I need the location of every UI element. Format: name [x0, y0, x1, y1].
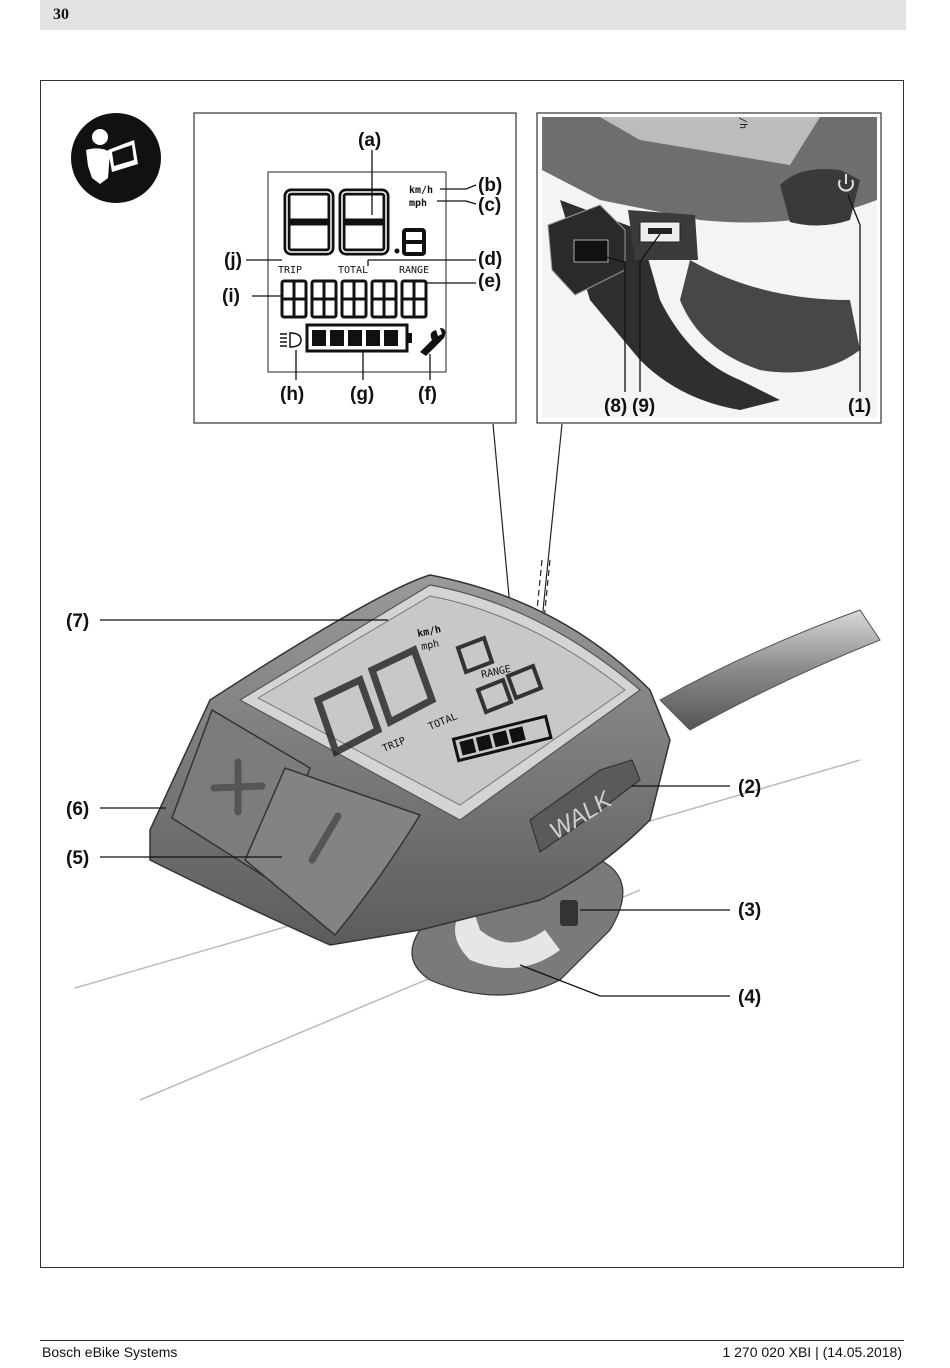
- device-callout-lines: [100, 619, 730, 997]
- footer-rule: [40, 1340, 904, 1341]
- callout-5: (5): [66, 848, 89, 869]
- footer-company: Bosch eBike Systems: [42, 1344, 178, 1360]
- device-unit-kmh: km/h: [416, 624, 442, 640]
- display-callout-lines: [246, 150, 477, 380]
- label-trip: TRIP: [278, 265, 302, 276]
- page-number: 30: [53, 6, 69, 23]
- callout-d: (d): [478, 249, 502, 270]
- callout-6: (6): [66, 799, 89, 820]
- callout-j: (j): [224, 250, 242, 271]
- read-manual-icon: [71, 113, 161, 203]
- speed-digits-inner: [286, 191, 387, 253]
- light-icon: [280, 332, 302, 348]
- figure-frame: [40, 80, 904, 1268]
- device-unit-mph: mph: [420, 638, 440, 653]
- label-range: RANGE: [399, 265, 429, 276]
- odometer-digits: [280, 279, 428, 319]
- minus-button[interactable]: [244, 767, 422, 937]
- unit-mph: mph: [409, 198, 427, 209]
- main-device: km/h mph RANGE TRIP TOTAL WALK: [74, 574, 881, 1101]
- wrench-icon: [420, 328, 446, 356]
- walk-button[interactable]: [529, 759, 641, 853]
- callout-1: (1): [848, 396, 871, 417]
- callout-8: (8): [604, 396, 627, 417]
- callout-c: (c): [478, 195, 501, 216]
- unit-kmh: km/h: [409, 185, 433, 196]
- callout-7: (7): [66, 611, 89, 632]
- callout-2: (2): [738, 777, 761, 798]
- header-bar: [40, 0, 906, 30]
- connector-callout-lines: [597, 194, 861, 392]
- connector-photo: km/h: [542, 105, 877, 418]
- callout-e: (e): [478, 271, 501, 292]
- callout-4: (4): [738, 987, 761, 1008]
- battery-icon: [305, 323, 412, 353]
- label-total: TOTAL: [338, 265, 368, 276]
- callout-a: (a): [358, 130, 381, 151]
- side-button[interactable]: [560, 900, 578, 926]
- callout-h: (h): [280, 384, 304, 405]
- callout-g: (g): [350, 384, 374, 405]
- connector-unit-kmh: km/h: [737, 105, 748, 129]
- speed-decimal-digit: [394, 228, 426, 256]
- footer-doc-code: 1 270 020 XBI | (14.05.2018): [722, 1344, 902, 1360]
- callout-b: (b): [478, 175, 502, 196]
- callout-f: (f): [418, 384, 437, 405]
- callout-9: (9): [632, 396, 655, 417]
- callout-i: (i): [222, 286, 240, 307]
- callout-3: (3): [738, 900, 761, 921]
- power-icon: [838, 174, 854, 192]
